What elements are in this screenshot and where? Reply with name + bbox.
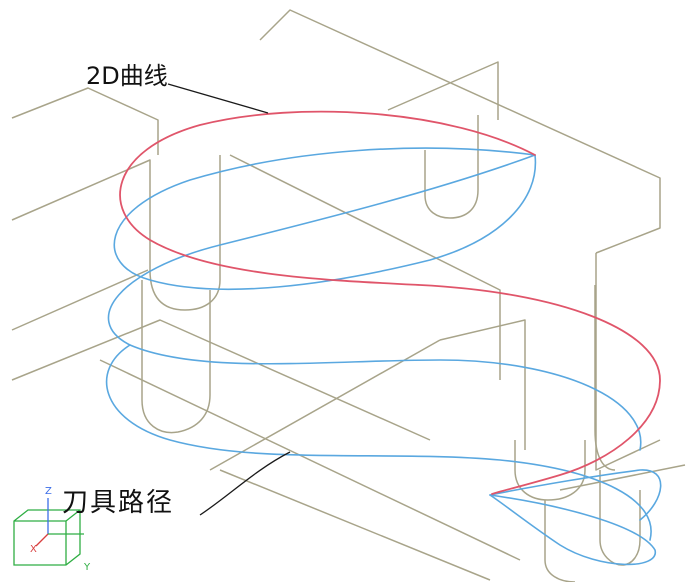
wireframe-top-edge xyxy=(11,87,159,155)
tool-path-curves xyxy=(105,147,662,566)
wireframe-right-column xyxy=(594,285,616,471)
wireframe-lower-ledge xyxy=(11,319,431,441)
wireframe-inner-left xyxy=(209,339,441,471)
2d-curve xyxy=(119,110,661,495)
wireframe-mid-step xyxy=(141,280,211,434)
wireframe-left-ledge xyxy=(11,269,149,331)
wireframe-pocket-bottom xyxy=(544,500,576,582)
wireframe-top-pocket xyxy=(424,115,479,219)
triad-cube xyxy=(13,509,81,566)
wireframe-top-plane xyxy=(259,9,661,254)
tool-path-loop-5 xyxy=(489,469,662,521)
triad-z-label: Z xyxy=(45,486,52,497)
wireframe-upper-ledge xyxy=(11,155,221,311)
curve-2d-leader xyxy=(167,83,269,114)
tool-path-loop-2 xyxy=(107,154,642,451)
tool-path-label: 刀具路径 xyxy=(62,488,175,518)
triad-x-axis xyxy=(35,533,49,547)
triad-x-label: X xyxy=(30,544,37,555)
tool-path-leader xyxy=(199,451,291,516)
wireframe-upper-rear xyxy=(387,61,499,120)
view-triad[interactable]: Z X Y xyxy=(13,486,91,573)
wireframe-lower-floor xyxy=(219,469,491,581)
wireframe-pocket-right xyxy=(514,440,586,501)
triad-y-label: Y xyxy=(83,562,91,573)
tool-path-loop-1 xyxy=(113,147,537,291)
tool-path-loop-3 xyxy=(105,344,652,541)
wireframe-right-lower xyxy=(595,253,661,471)
tool-path-loop-4 xyxy=(489,494,656,566)
wireframe-central-plane xyxy=(99,359,521,561)
wireframe-right-block xyxy=(439,319,526,450)
wireframe-mid-rear xyxy=(229,154,501,380)
curve-2d-label: 2D曲线 xyxy=(86,62,168,90)
